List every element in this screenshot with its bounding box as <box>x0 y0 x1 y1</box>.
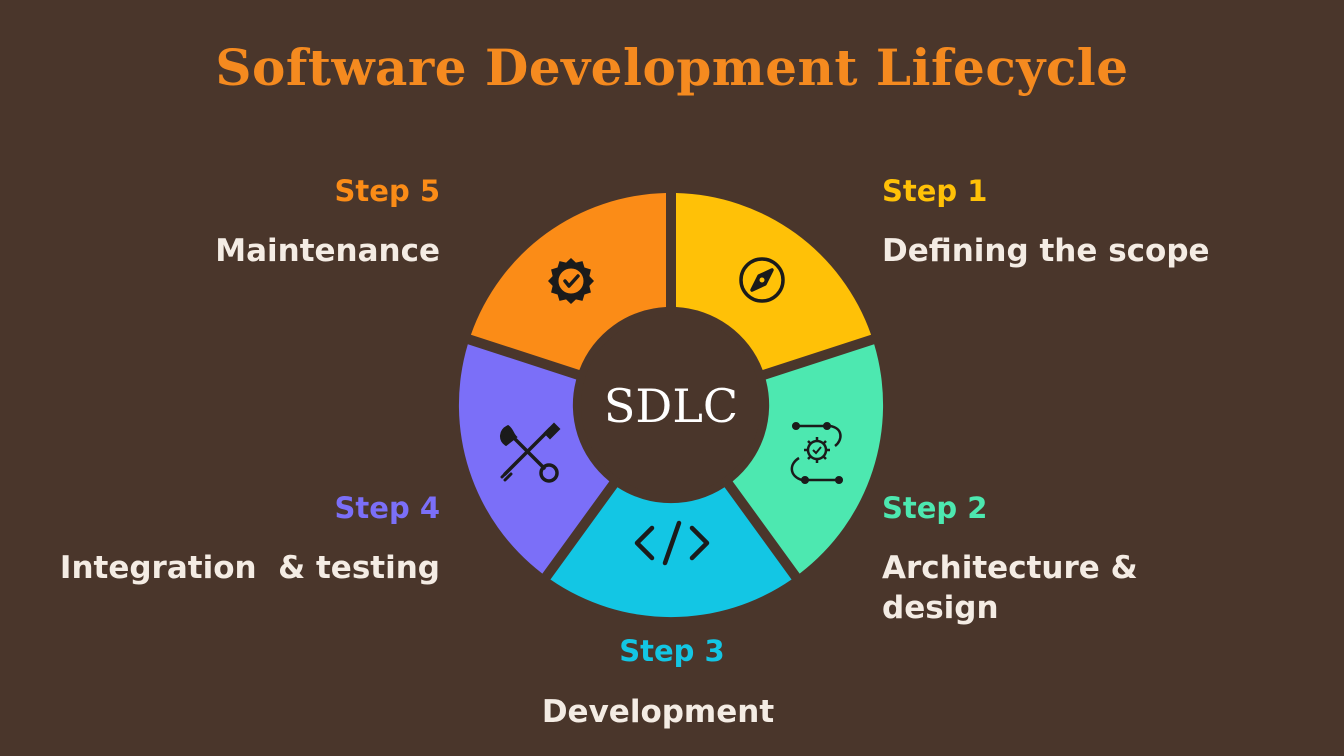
gear-network-icon <box>790 421 844 485</box>
segment-step-1 <box>676 193 872 370</box>
segment-step-2 <box>732 344 884 574</box>
step-4-name: Integration & testing <box>59 550 440 586</box>
compass-icon <box>739 257 785 303</box>
center-label: SDLC <box>604 379 738 433</box>
step-2-label: Step 2 <box>882 491 988 525</box>
tools-icon <box>500 422 561 483</box>
step-2-name-line-2: design <box>882 590 999 626</box>
step-3-label: Step 3 <box>619 634 725 668</box>
code-icon <box>634 520 710 566</box>
diagram-title: Software Development Lifecycle <box>215 38 1129 97</box>
badge-check-icon <box>548 258 594 304</box>
step-2-name-line-1: Architecture & <box>882 550 1138 586</box>
center-circle <box>581 315 761 495</box>
step-1-label: Step 1 <box>882 174 988 208</box>
step-5-name: Maintenance <box>215 233 440 269</box>
step-3-name: Development <box>541 694 775 730</box>
step-5-label: Step 5 <box>334 174 440 208</box>
step-4-label: Step 4 <box>334 491 440 525</box>
step-1-name: Defining the scope <box>882 233 1210 269</box>
